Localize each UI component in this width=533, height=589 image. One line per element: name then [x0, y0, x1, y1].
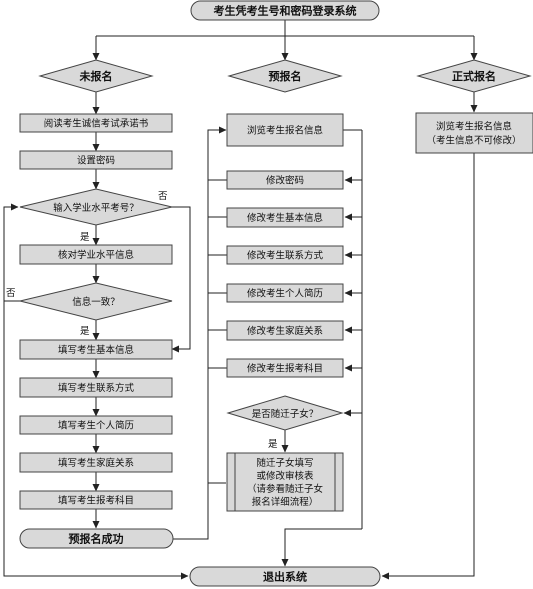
node-edit-basic: 修改考生基本信息: [226, 207, 344, 228]
node-fill-family-label: 填写考生家庭关系: [58, 457, 134, 469]
node-edit-family: 修改考生家庭关系: [226, 320, 344, 341]
branch-formal-label: 正式报名: [452, 69, 496, 83]
node-formal-browse-line-2: （考生信息不可修改）: [426, 135, 521, 147]
node-pre-success: 预报名成功: [19, 528, 174, 549]
node-fill-basic: 填写考生基本信息: [19, 339, 173, 360]
node-edit-resume-label: 修改考生个人简历: [247, 288, 323, 300]
decision-info-consistent: 信息一致？: [19, 282, 173, 321]
node-edit-resume: 修改考生个人简历: [226, 283, 344, 303]
node-accompany-form-line-1: 随迁子女填写: [256, 457, 313, 469]
branch-not-registered-label: 未报名: [79, 69, 113, 83]
node-fill-basic-label: 填写考生基本信息: [58, 344, 134, 356]
node-edit-password: 修改密码: [226, 170, 344, 190]
node-pre-success-label: 预报名成功: [69, 532, 124, 546]
node-edit-basic-label: 修改考生基本信息: [247, 212, 323, 224]
decision-info-consistent-label: 信息一致？: [72, 296, 120, 308]
node-verify-level-label: 核对学业水平信息: [58, 249, 134, 261]
node-set-password-label: 设置密码: [77, 155, 115, 167]
node-set-password: 设置密码: [19, 150, 173, 170]
label-no-info-consistent: 否: [6, 288, 16, 299]
connectors: [3, 20, 478, 580]
exit-node-label: 退出系统: [263, 570, 307, 584]
node-verify-level: 核对学业水平信息: [19, 244, 173, 265]
decision-accompany: 是否随迁子女？: [226, 395, 344, 431]
node-read-pledge-label: 阅读考生诚信考试承诺书: [44, 118, 149, 130]
node-browse-info-label: 浏览考生报名信息: [247, 125, 323, 137]
node-fill-contact: 填写考生联系方式: [19, 377, 173, 398]
start-node: 考生凭考生号和密码登录系统: [190, 0, 380, 21]
connector-no-exam-number: [171, 206, 191, 353]
node-accompany-form-line-4: 报名详细流程）: [252, 496, 319, 508]
node-edit-family-label: 修改考生家庭关系: [247, 325, 323, 337]
connector-middle-to-exit: [281, 528, 362, 567]
connector-left-to-exit: [3, 301, 189, 580]
decision-input-exam-number: 输入学业水平考号？: [19, 188, 173, 226]
decision-accompany-label: 是否随迁子女？: [252, 408, 319, 420]
node-read-pledge: 阅读考生诚信考试承诺书: [19, 113, 173, 133]
label-no-exam-number: 否: [158, 191, 168, 202]
start-node-label: 考生凭考生号和密码登录系统: [214, 4, 357, 18]
node-edit-contact: 修改考生联系方式: [226, 245, 344, 265]
node-fill-contact-label: 填写考生联系方式: [58, 382, 135, 394]
node-fill-subjects-label: 填写考生报考科目: [58, 495, 134, 507]
node-accompany-form-line-3: （请参看随迁子女: [247, 483, 323, 495]
node-fill-subjects: 填写考生报考科目: [19, 490, 173, 510]
node-formal-browse-line-1: 浏览考生报名信息: [436, 121, 512, 133]
node-fill-family: 填写考生家庭关系: [19, 452, 173, 473]
label-yes-info-consistent: 是: [80, 326, 90, 337]
branch-pre-registered-label: 预报名: [269, 69, 302, 83]
label-yes-accompany: 是: [268, 439, 278, 450]
node-edit-password-label: 修改密码: [266, 175, 304, 187]
node-edit-subjects: 修改考生报考科目: [226, 358, 344, 378]
exit-node: 退出系统: [189, 566, 381, 587]
node-fill-resume: 填写考生个人简历: [19, 415, 173, 435]
node-edit-contact-label: 修改考生联系方式: [247, 250, 324, 262]
connector-no-info-consistent: [3, 203, 20, 302]
branch-formal: 正式报名: [416, 59, 532, 93]
node-accompany-form: 随迁子女填写 或修改审核表 （请参看随迁子女 报名详细流程）: [226, 452, 344, 512]
label-yes-exam-number: 是: [80, 232, 90, 243]
node-edit-subjects-label: 修改考生报考科目: [247, 363, 323, 375]
node-fill-resume-label: 填写考生个人简历: [58, 420, 134, 432]
node-accompany-form-line-2: 或修改审核表: [256, 470, 314, 482]
decision-input-exam-number-label: 输入学业水平考号？: [53, 202, 139, 214]
branch-not-registered: 未报名: [38, 59, 154, 93]
connector-success-to-browse: [173, 126, 227, 540]
connector-formal-to-exit: [381, 153, 475, 580]
branch-pre-registered: 预报名: [227, 59, 343, 93]
node-browse-info: 浏览考生报名信息: [226, 113, 344, 147]
node-formal-browse: 浏览考生报名信息 （考生信息不可修改）: [415, 112, 533, 154]
